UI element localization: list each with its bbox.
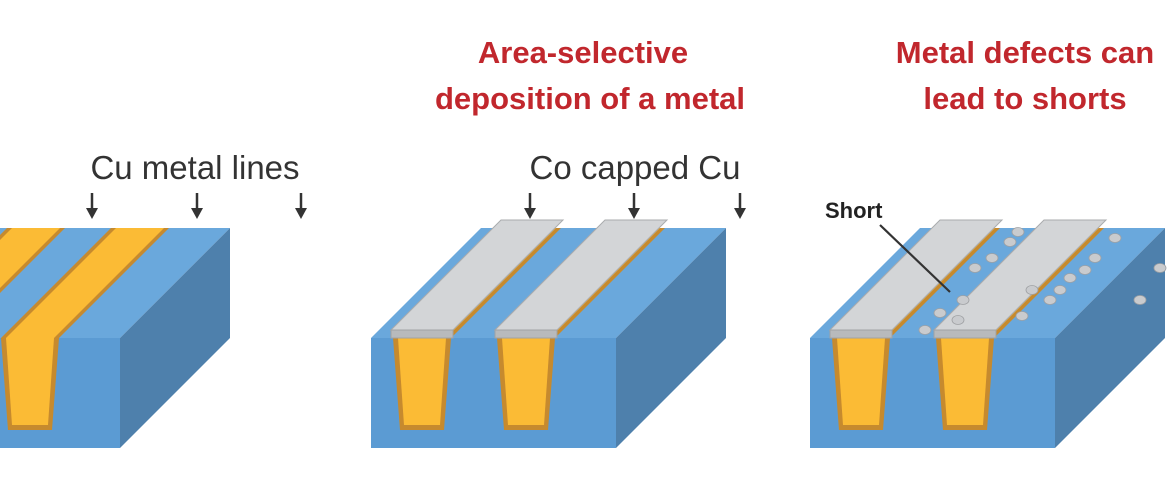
short-callout-line [879,224,951,293]
arrow-group [86,193,746,219]
copper-line-top [6,228,164,338]
down-arrow-icon [191,208,203,219]
metal-defect-particle [918,325,932,335]
metal-defect-particle [956,295,970,305]
cobalt-cap-front [390,329,454,339]
cobalt-cap-front [494,329,558,339]
metal-defect-particle [951,315,965,325]
cobalt-cap-front [933,329,997,339]
substrate-side-face [120,228,230,448]
metal-defect-particle [1153,263,1167,273]
short-callout-label: Short [825,198,883,223]
metal-defect-particle [1043,295,1057,305]
substrate-side-face [616,228,726,448]
copper-trench-fill [6,338,54,425]
metal-defect-particle [1088,253,1102,263]
metal-defect-particle [1053,285,1067,295]
down-arrow-icon [295,208,307,219]
copper-trench-fill [398,338,446,425]
copper-trench-fill [941,338,989,425]
cobalt-cap-front [829,329,893,339]
down-arrow-icon [628,208,640,219]
copper-line-top [0,228,60,288]
metal-defect-particle [1133,295,1147,305]
down-arrow-icon [524,208,536,219]
panel-3-title-line-2: lead to shorts [923,81,1126,116]
metal-defect-particle [1003,237,1017,247]
panel-2-label: Co capped Cu [530,149,741,186]
copper-trench-fill [502,338,550,425]
panel-1-block [0,228,230,448]
panel-1-label: Cu metal lines [90,149,299,186]
panel-2-title-line-1: Area-selective [478,35,688,70]
panel-3-title-line-1: Metal defects can [896,35,1154,70]
panel-2-title-line-2: deposition of a metal [435,81,745,116]
down-arrow-icon [734,208,746,219]
panel-2-block [371,219,726,448]
copper-trench-fill [837,338,885,425]
metal-defect-particle [1078,265,1092,275]
metal-defect-particle [1011,227,1025,237]
metal-defect-particle [933,308,947,318]
metal-defect-particle [968,263,982,273]
metal-defect-particle [1108,233,1122,243]
down-arrow-icon [86,208,98,219]
metal-defect-particle [1025,285,1039,295]
metal-defect-particle [985,253,999,263]
substrate-side-face [1055,228,1165,448]
short-callout [879,224,951,293]
metal-defect-particle [1063,273,1077,283]
metal-defect-particle [1015,311,1029,321]
panel-3-block [810,219,1167,448]
